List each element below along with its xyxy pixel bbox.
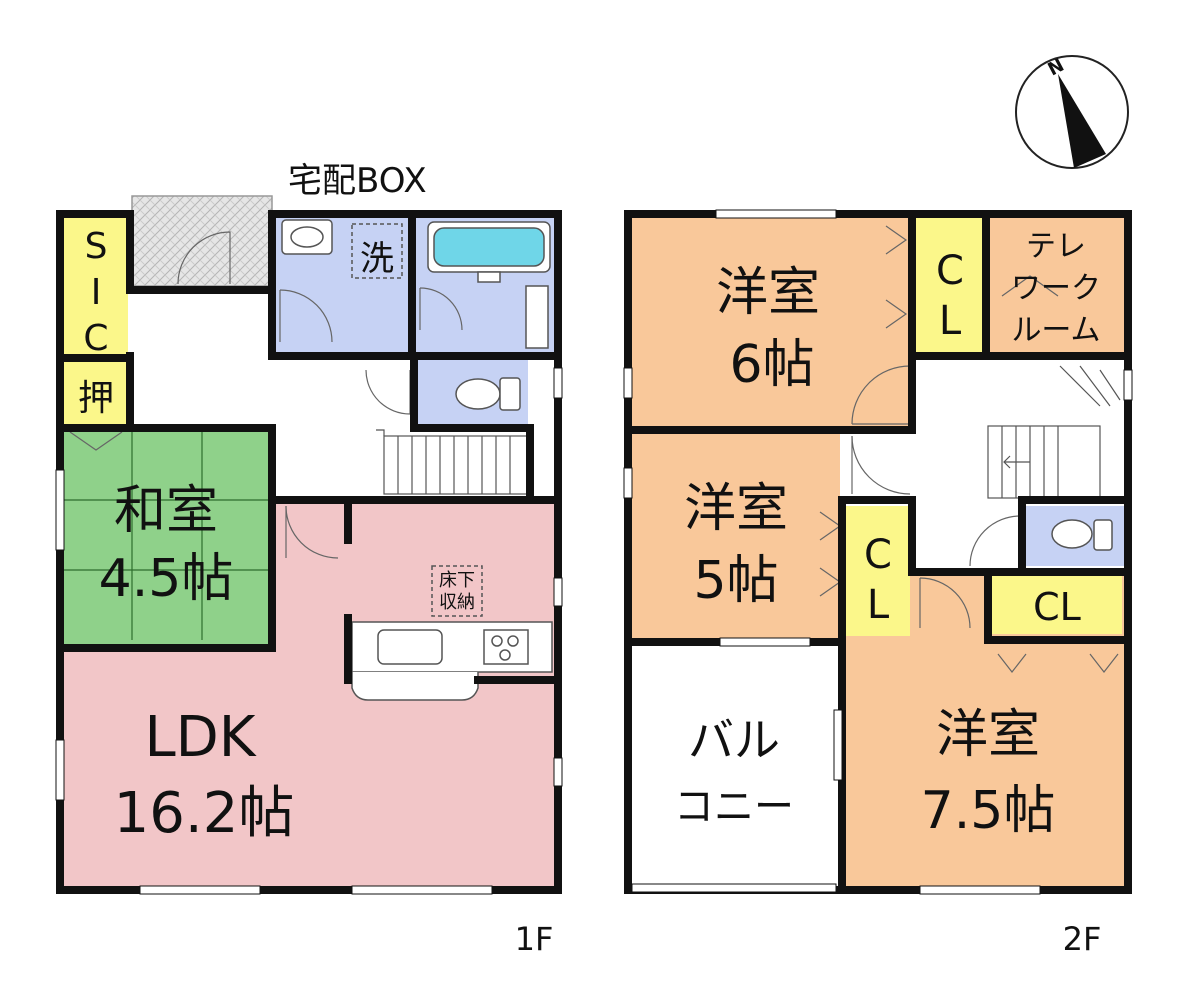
closet-6jo-area [916, 216, 984, 354]
sic-label-c: C [83, 318, 108, 359]
closet-b-label-l: L [867, 582, 890, 628]
doors-1f [69, 231, 463, 559]
room-6jo-area [630, 214, 910, 426]
room-6jo-name: 洋室 [716, 263, 820, 323]
oshiire-area [64, 362, 128, 424]
room-6jo-size: 6帖 [729, 335, 814, 395]
first-floor: 宅配BOX S I C 押 洗 和室 4.5帖 LDK 16.2帖 床下 収納 … [55, 161, 563, 958]
floor-1f-label: 1F [515, 920, 554, 958]
sic-label-s: S [85, 226, 108, 267]
window-marks-1f [55, 367, 563, 895]
room-5jo-size: 5帖 [693, 551, 778, 611]
room-5jo-area [630, 432, 840, 640]
sic-area [64, 215, 128, 355]
room-5jo-name: 洋室 [684, 479, 788, 539]
ldk-size: 16.2帖 [114, 781, 295, 846]
delivery-box-label: 宅配BOX [288, 161, 427, 201]
telework-area [988, 214, 1126, 354]
fixtures-1f [281, 219, 553, 701]
balcony-label-1: バル [688, 713, 780, 767]
room-75jo-area-b [912, 572, 988, 642]
room-75jo-name: 洋室 [936, 705, 1040, 765]
balcony-area [632, 646, 838, 888]
oshiire-label: 押 [78, 378, 114, 419]
washitsu-size: 4.5帖 [99, 549, 234, 609]
stairs-1f [376, 429, 529, 495]
telework-label-2: ワーク [1011, 271, 1101, 306]
second-floor: 洋室 6帖 洋室 5帖 洋室 7.5帖 C L C L CL テレ ワーク ルー… [623, 209, 1133, 958]
room-75jo-size: 7.5帖 [921, 781, 1056, 841]
balcony-label-2: コニー [674, 784, 794, 830]
closet-5jo-area [846, 506, 910, 636]
fixtures-2f [1051, 519, 1113, 551]
washroom-label: 洗 [360, 239, 394, 279]
closet-75jo-area [992, 574, 1122, 634]
washitsu-name: 和室 [114, 481, 218, 541]
telework-label-1: テレ [1026, 229, 1086, 264]
closet-a-label-l: L [939, 298, 962, 344]
closet-a-label-c: C [936, 248, 964, 294]
tatami-lines [62, 432, 272, 640]
underfloor-label-1: 床下 [439, 570, 475, 591]
closet-c-label: CL [1033, 585, 1081, 629]
window-marks-2f [623, 209, 1133, 895]
entrance-porch [131, 195, 273, 287]
underfloor-label-2: 収納 [439, 592, 475, 613]
ldk-name: LDK [144, 705, 256, 770]
sic-label-i: I [91, 272, 102, 313]
walls-1f [56, 210, 562, 894]
floor-2f-label: 2F [1063, 920, 1102, 958]
stairs-2f [987, 365, 1121, 499]
compass: N [1015, 55, 1129, 169]
closet-b-label-c: C [864, 532, 892, 578]
telework-label-3: ルーム [1011, 313, 1100, 348]
washitsu-area [62, 428, 272, 644]
compass-needle-icon [1058, 74, 1106, 168]
